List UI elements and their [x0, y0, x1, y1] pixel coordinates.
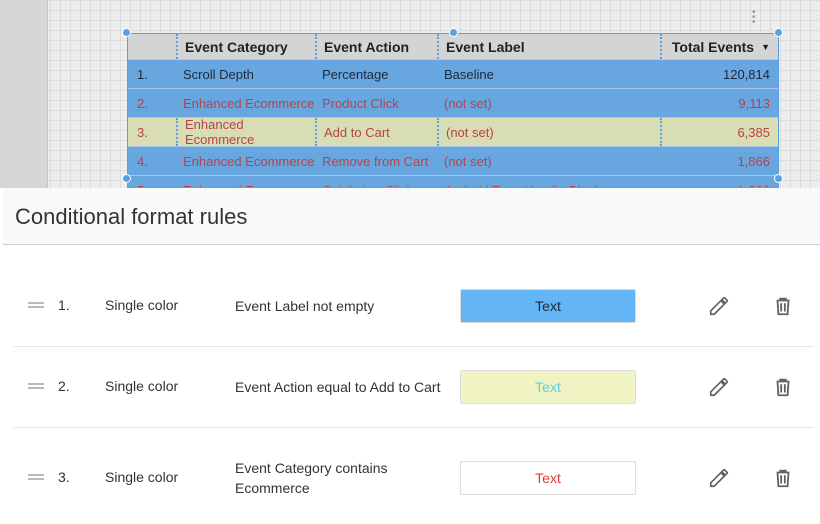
- rule-number: 3.: [58, 469, 70, 485]
- cell-event-action: Add to Cart: [315, 118, 437, 146]
- cell-total-events: 6,385: [660, 118, 778, 146]
- header-event-category[interactable]: Event Category: [176, 34, 315, 59]
- cell-event-action: Remove from Cart: [322, 153, 429, 169]
- cell-total-events: 120,814: [723, 66, 770, 82]
- cell-total-events: 1,320: [660, 183, 778, 188]
- row-index: 4.: [137, 153, 148, 169]
- cell-event-category: Enhanced Ecommerce: [176, 117, 315, 147]
- table-header: Event Category Event Action Event Label …: [128, 34, 778, 60]
- cell-event-category: Enhanced Ecommerce: [183, 95, 315, 111]
- resize-handle-tm[interactable]: [449, 28, 458, 37]
- rule-type: Single color: [105, 297, 179, 313]
- data-table[interactable]: Event Category Event Action Event Label …: [127, 33, 779, 188]
- cell-event-category: Enhanced Ecommerce: [176, 183, 315, 188]
- cell-event-action: Percentage: [322, 66, 389, 82]
- resize-handle-tr[interactable]: [774, 28, 783, 37]
- rule-type: Single color: [105, 378, 179, 394]
- row-index: 2.: [137, 95, 148, 111]
- cell-event-action: Quickview Click: [315, 183, 437, 188]
- cell-total-events: 1,866: [737, 153, 770, 169]
- rule-divider: [14, 427, 814, 428]
- cell-event-label: (not set): [437, 118, 660, 146]
- edit-pencil-icon[interactable]: [708, 376, 730, 398]
- panel-title: Conditional format rules: [3, 188, 820, 245]
- cell-event-category: Enhanced Ecommerce: [183, 153, 315, 169]
- rule-number: 1.: [58, 297, 70, 313]
- drag-handle-icon[interactable]: [28, 383, 44, 389]
- cell-event-label: (not set): [444, 153, 492, 169]
- cell-event-category: Scroll Depth: [183, 66, 254, 82]
- drag-handle-icon[interactable]: [28, 474, 44, 480]
- canvas-left-strip: [0, 0, 48, 188]
- header-total-events[interactable]: Total Events▼: [660, 34, 778, 59]
- table-row[interactable]: 2. Enhanced Ecommerce Product Click (not se…: [128, 89, 778, 118]
- drag-handle-icon[interactable]: [28, 302, 44, 308]
- row-index: 5.: [128, 183, 176, 188]
- cell-event-label: (not set): [444, 95, 492, 111]
- rule-condition: Event Label not empty: [235, 298, 375, 314]
- cell-event-label: Baseline: [444, 66, 494, 82]
- rule-style-preview[interactable]: Text: [460, 370, 636, 404]
- conditional-format-panel: Conditional format rules 1. Single color…: [3, 188, 820, 524]
- rule-number: 2.: [58, 378, 70, 394]
- delete-trash-icon[interactable]: [772, 295, 794, 317]
- table-row[interactable]: 5.Enhanced EcommerceQuickview ClickAndro…: [128, 176, 778, 188]
- rule-divider: [14, 346, 814, 347]
- table-row[interactable]: 4. Enhanced Ecommerce Remove from Cart (not…: [128, 147, 778, 176]
- resize-handle-tl[interactable]: [122, 28, 131, 37]
- row-index: 3.: [137, 124, 148, 140]
- rule-style-preview[interactable]: Text: [460, 289, 636, 323]
- delete-trash-icon[interactable]: [772, 467, 794, 489]
- rule-style-preview[interactable]: Text: [460, 461, 636, 495]
- resize-handle-br[interactable]: [774, 174, 783, 183]
- rule-condition: Event Category contains Ecommerce: [235, 460, 388, 496]
- resize-handle-bl[interactable]: [122, 174, 131, 183]
- header-event-action[interactable]: Event Action: [315, 34, 437, 59]
- header-event-label[interactable]: Event Label: [437, 34, 660, 59]
- rule-condition: Event Action equal to Add to Cart: [235, 379, 441, 395]
- edit-pencil-icon[interactable]: [708, 295, 730, 317]
- delete-trash-icon[interactable]: [772, 376, 794, 398]
- cell-event-action: Product Click: [322, 95, 399, 111]
- cell-event-label: Android Tone Hoodie Black: [437, 183, 660, 188]
- rule-type: Single color: [105, 469, 179, 485]
- row-index: 1.: [137, 66, 148, 82]
- cell-total-events: 9,113: [738, 95, 770, 111]
- more-options-icon[interactable]: •••: [752, 7, 756, 28]
- caret-down-icon: ▼: [761, 41, 770, 52]
- table-row[interactable]: 1. Scroll Depth Percentage Baseline 120,814: [128, 60, 778, 89]
- edit-pencil-icon[interactable]: [708, 467, 730, 489]
